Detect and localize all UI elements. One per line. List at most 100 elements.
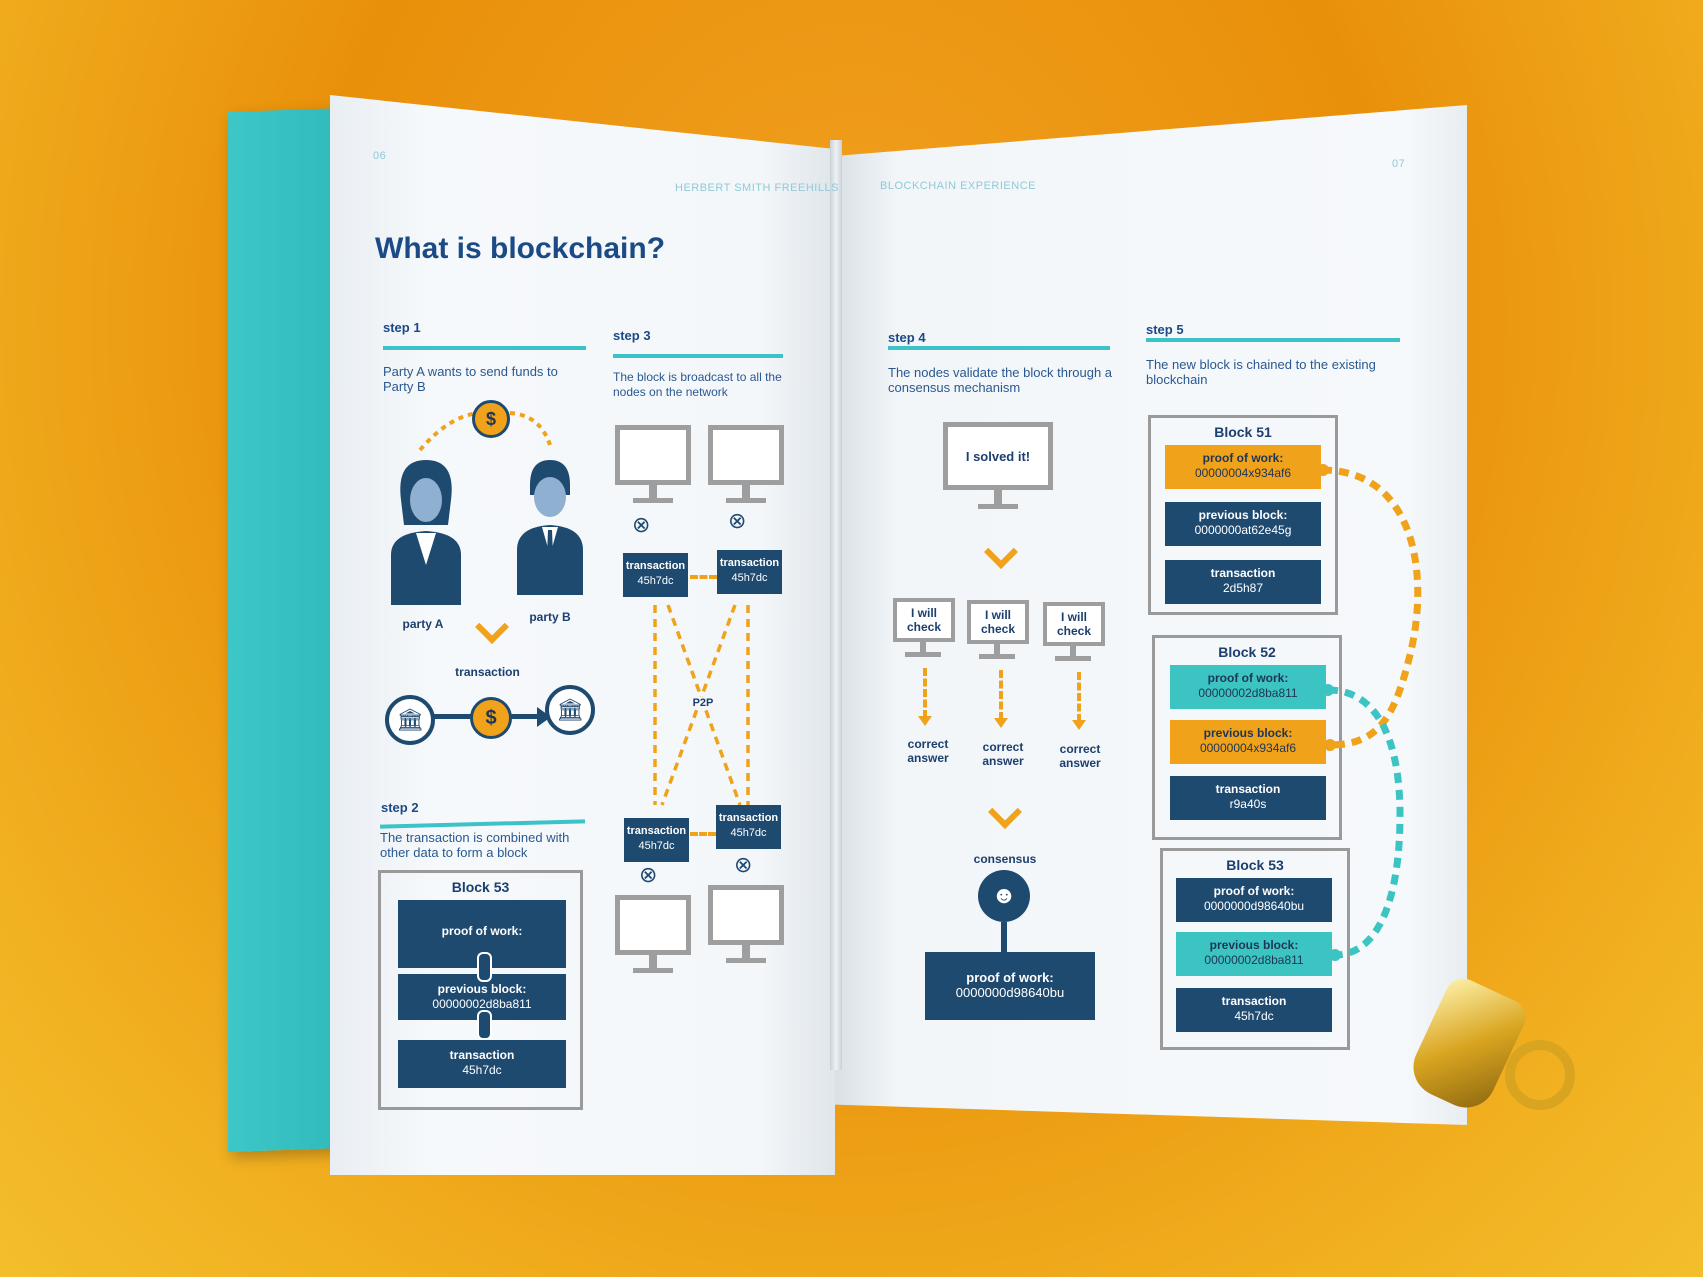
transaction-node: transaction 45h7dc	[717, 550, 782, 594]
group-icon: ☻	[978, 870, 1030, 922]
validation-arrow	[999, 670, 1003, 720]
monitor-base	[979, 654, 1015, 659]
transaction-label: transaction	[625, 560, 686, 572]
check-text: I will check	[980, 608, 1016, 636]
party-b-label: party B	[529, 610, 571, 624]
proof-of-work-label: proof of work:	[1202, 451, 1284, 465]
previous-block-field: previous block: 00000004x934af6	[1170, 720, 1326, 764]
party-a-label: party A	[402, 617, 444, 631]
transaction-field: transaction 45h7dc	[398, 1040, 566, 1088]
transaction-value: 45h7dc	[731, 572, 768, 584]
dollar-coin-icon: $	[472, 400, 510, 438]
p2p-network-lines	[653, 604, 750, 806]
transaction-value: 45h7dc	[730, 827, 767, 839]
chain-link-icon	[477, 952, 492, 982]
block-53-frame: Block 53	[378, 870, 583, 1110]
monitor-base	[633, 498, 673, 503]
validator-monitor: I will check	[967, 600, 1029, 644]
consensus-connector	[1001, 922, 1007, 954]
monitor-base	[633, 968, 673, 973]
bank-icon: 🏛	[545, 685, 595, 735]
transaction-label: transaction	[1221, 994, 1287, 1008]
proof-of-work-label: proof of work:	[966, 970, 1054, 985]
page-number-left: 06	[373, 150, 387, 162]
proof-of-work-value: 00000002d8ba811	[1198, 686, 1298, 700]
transaction-field: transaction r9a40s	[1170, 776, 1326, 820]
binder-clip-ring	[1505, 1040, 1575, 1110]
previous-block-value: 00000004x934af6	[1199, 741, 1297, 755]
step3-text: The block is broadcast to all the nodes …	[613, 370, 782, 399]
p2p-link	[690, 575, 717, 579]
monitor-stand	[994, 490, 1002, 504]
wifi-icon: ⊗	[728, 508, 747, 533]
solver-monitor: I solved it!	[943, 422, 1053, 490]
monitor-base	[905, 652, 941, 657]
check-text: I will check	[1056, 610, 1092, 638]
check-text: I will check	[906, 606, 942, 634]
transaction-label: transaction	[449, 1048, 515, 1062]
transaction-label: transaction	[718, 812, 779, 824]
transaction-node: transaction 45h7dc	[623, 553, 688, 597]
arrow-down-icon	[1072, 720, 1086, 730]
solved-text: I solved it!	[965, 449, 1031, 464]
step3-rule	[613, 354, 783, 358]
step2-text: The transaction is combined with other d…	[380, 830, 570, 860]
previous-block-value: 00000002d8ba811	[432, 997, 532, 1011]
step1-text: Party A wants to send funds to Party B	[383, 364, 558, 394]
correct-answer-label: correct answer	[907, 737, 949, 765]
computer-node-icon	[708, 425, 784, 485]
validator-monitor: I will check	[893, 598, 955, 642]
transaction-field: transaction 2d5h87	[1165, 560, 1321, 604]
page-title: What is blockchain?	[375, 232, 666, 265]
monitor-stand	[742, 485, 750, 499]
transaction-value: 45h7dc	[637, 575, 674, 587]
transaction-value: r9a40s	[1229, 797, 1267, 811]
transaction-node: transaction 45h7dc	[624, 818, 689, 862]
computer-node-icon	[615, 425, 691, 485]
previous-block-label: previous block:	[1198, 508, 1288, 522]
block-53-frame: Block 53	[1160, 848, 1350, 1050]
p2p-label: P2P	[688, 697, 718, 709]
monitor-base	[1055, 656, 1091, 661]
step5-label: step 5	[1146, 322, 1184, 337]
block-51-frame: Block 51	[1148, 415, 1338, 615]
dollar-coin-icon: $	[470, 697, 512, 739]
transaction-label: transaction	[455, 665, 520, 679]
step3-label: step 3	[613, 328, 651, 343]
proof-of-work-value: 0000000d98640bu	[1203, 899, 1305, 913]
book-spine	[830, 140, 842, 1070]
block-title: Block 53	[1226, 857, 1284, 873]
page-header-left: HERBERT SMITH FREEHILLS	[675, 182, 839, 194]
correct-answer-label: correct answer	[982, 740, 1024, 768]
p2p-link	[690, 832, 716, 836]
previous-block-label: previous block:	[1203, 726, 1293, 740]
monitor-stand	[920, 642, 926, 652]
transaction-label: transaction	[626, 825, 687, 837]
step1-rule	[383, 346, 586, 350]
computer-node-icon	[708, 885, 784, 945]
monitor-base	[726, 958, 766, 963]
step1-label: step 1	[383, 320, 421, 335]
step4-label: step 4	[888, 330, 926, 345]
validation-arrow	[1077, 672, 1081, 722]
proof-of-work-field: proof of work: 00000004x934af6	[1165, 445, 1321, 489]
step4-text: The nodes validate the block through a c…	[888, 365, 1113, 395]
proof-of-work-field: proof of work: 00000002d8ba811	[1170, 665, 1326, 709]
computer-node-icon	[615, 895, 691, 955]
chain-link-icon	[477, 1010, 492, 1040]
wifi-icon: ⊗	[639, 862, 658, 887]
block-title: Block 51	[1214, 424, 1272, 440]
proof-of-work-label: proof of work:	[1207, 671, 1289, 685]
proof-of-work-label: proof of work:	[441, 924, 523, 938]
transaction-value: 2d5h87	[1222, 581, 1264, 595]
proof-of-work-label: proof of work:	[1213, 884, 1295, 898]
party-a-icon	[391, 460, 461, 605]
bank-icon: 🏛	[385, 695, 435, 745]
monitor-base	[726, 498, 766, 503]
arrow-down-icon	[994, 718, 1008, 728]
consensus-proof-of-work: proof of work: 0000000d98640bu	[925, 952, 1095, 1020]
step5-rule	[1146, 338, 1400, 342]
monitor-stand	[649, 955, 657, 969]
page-number-right: 07	[1392, 158, 1406, 170]
monitor-stand	[649, 485, 657, 499]
